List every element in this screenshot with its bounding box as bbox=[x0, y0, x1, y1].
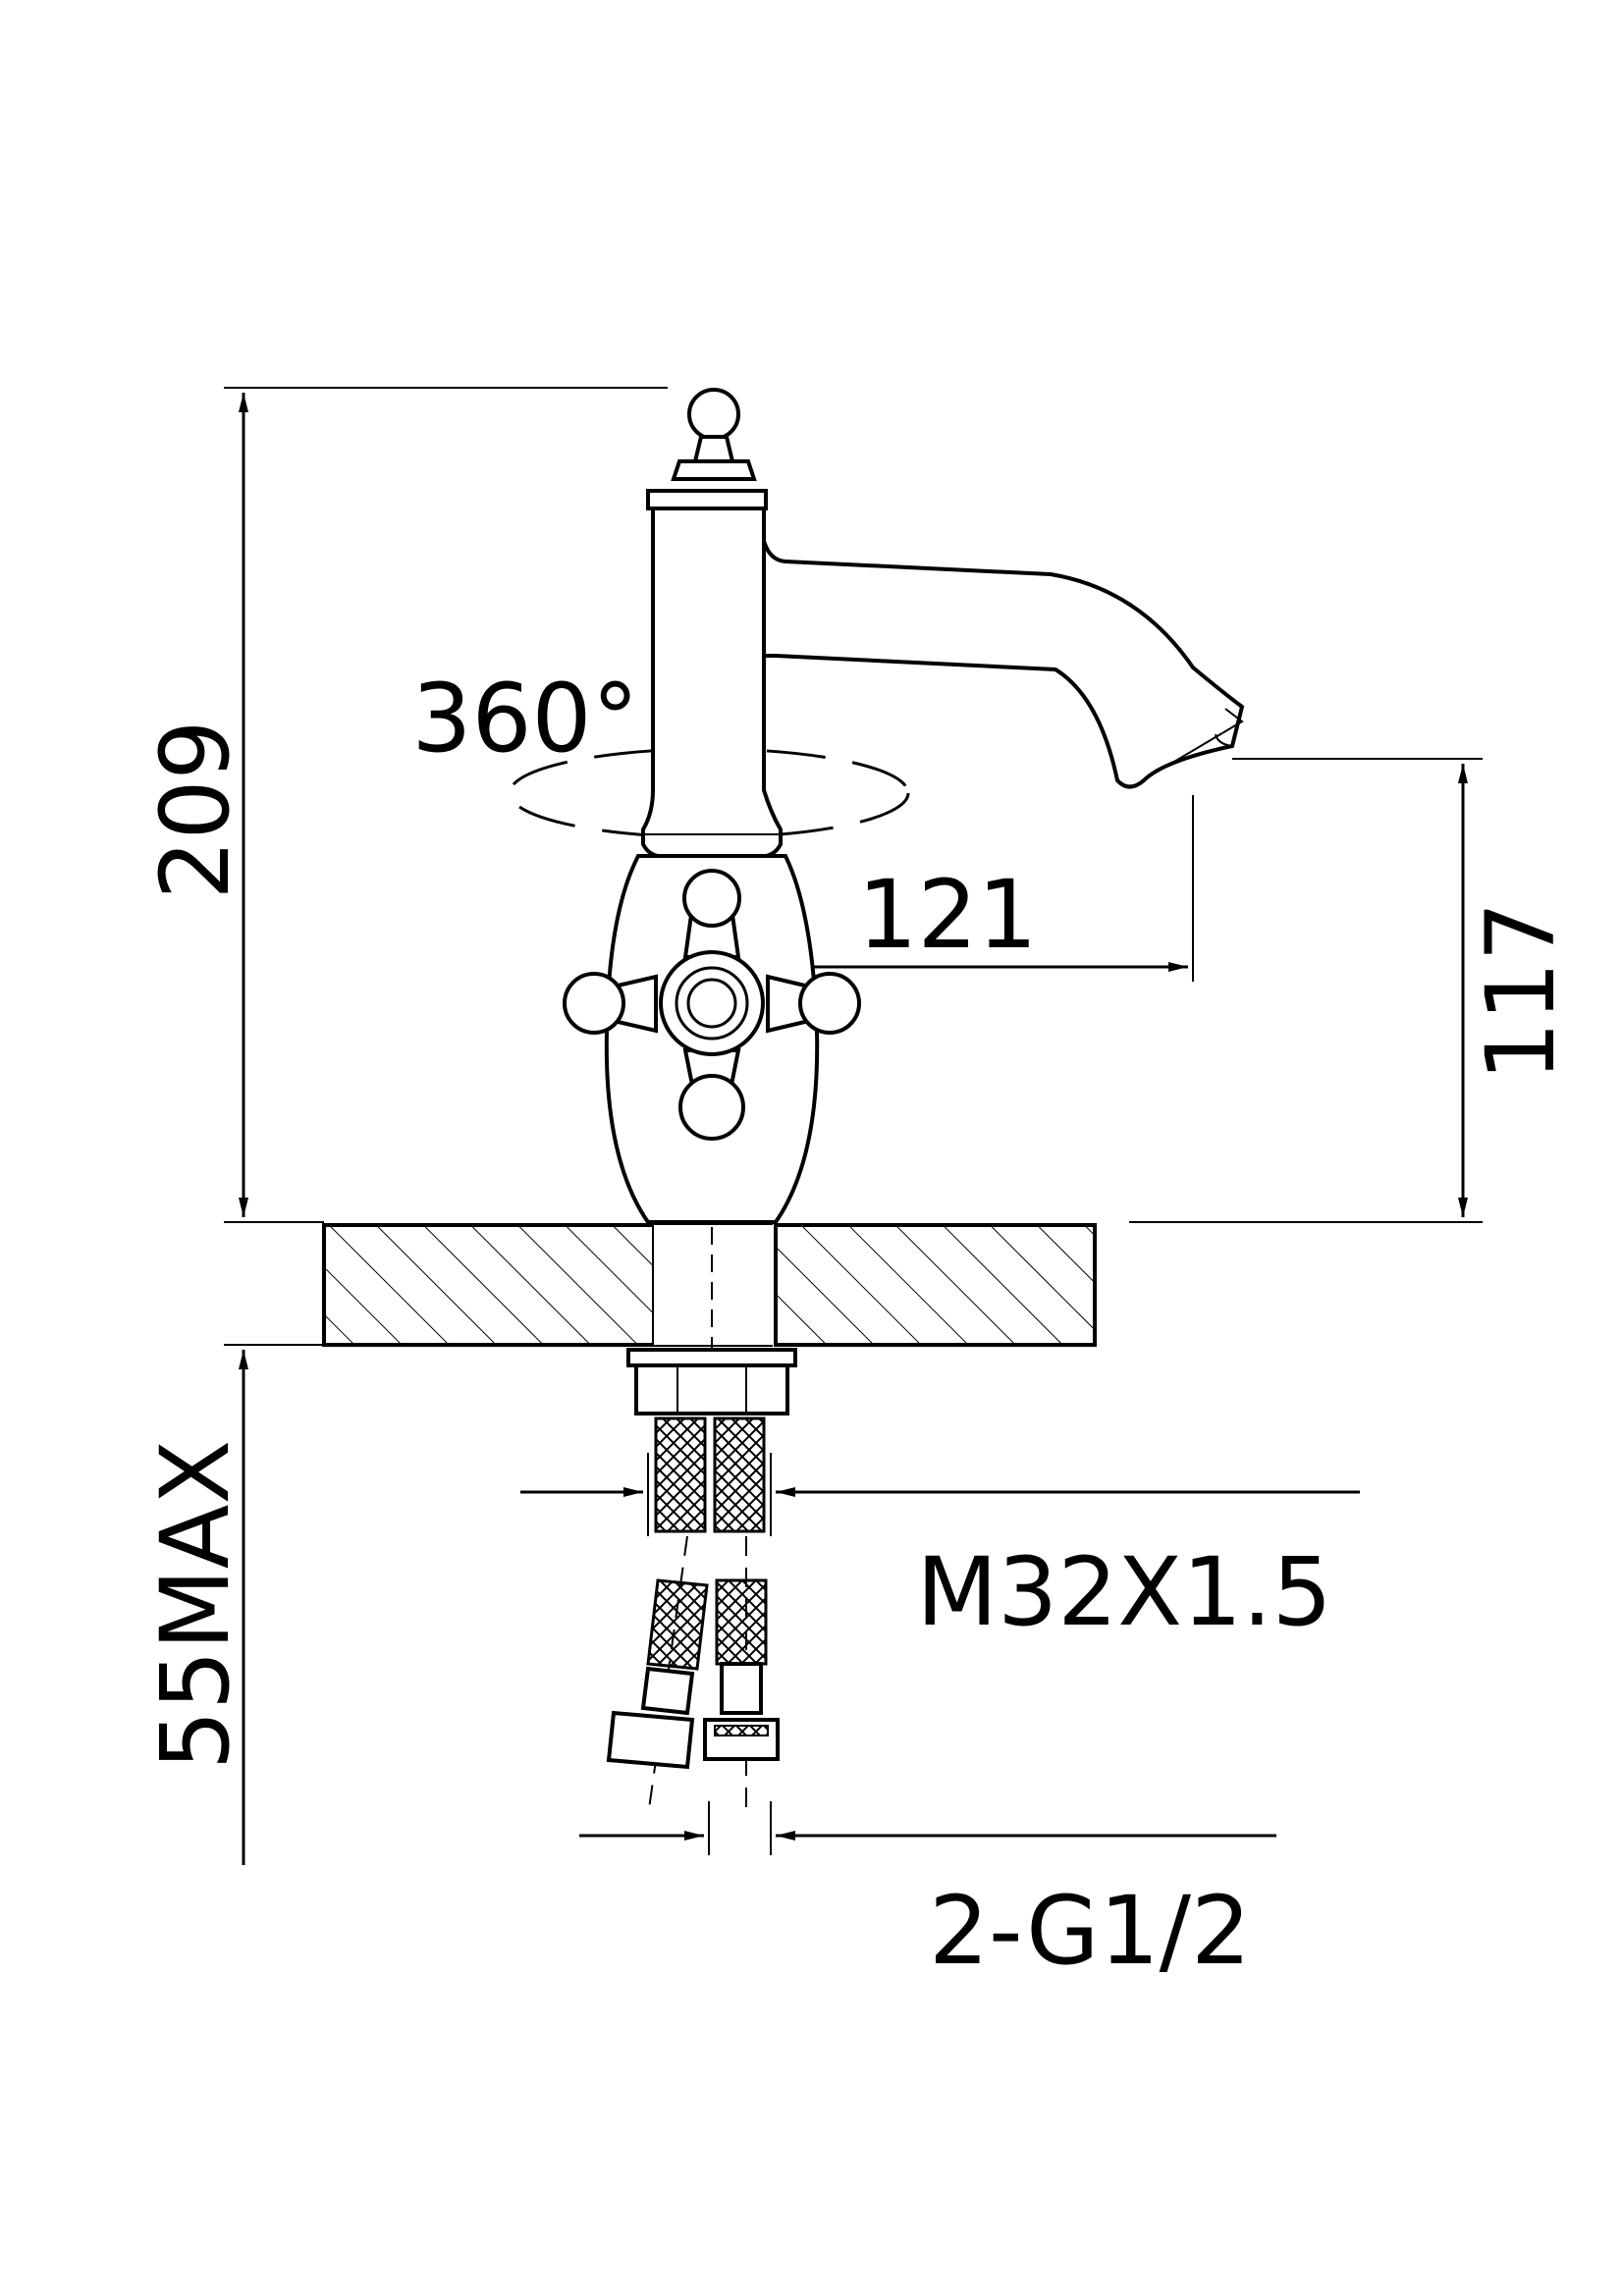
hose-right-lower bbox=[715, 1578, 768, 1666]
hose-right-nut-thread bbox=[714, 1725, 769, 1736]
handle-knob-top bbox=[682, 869, 741, 928]
deck-hole bbox=[653, 1225, 776, 1345]
hose-connectors bbox=[606, 1535, 780, 1817]
dimension-hose-connection: 2-G1/2 bbox=[579, 1801, 1276, 1986]
label-m32x1-5: M32X1.5 bbox=[916, 1537, 1331, 1647]
aerator-lip bbox=[1215, 733, 1233, 747]
handle-knob-right bbox=[798, 972, 861, 1035]
finial-neck bbox=[692, 435, 735, 463]
dimension-deck-thickness: 55MAX bbox=[140, 1344, 324, 1865]
column bbox=[641, 507, 783, 858]
label-209: 209 bbox=[140, 720, 250, 899]
handle-hub-center bbox=[686, 978, 737, 1029]
hose-left-nut bbox=[606, 1710, 695, 1770]
hose-right-upper bbox=[713, 1416, 766, 1533]
dimension-spout-reach: 121 bbox=[729, 795, 1194, 982]
finial-ball bbox=[687, 388, 740, 441]
label-360: 360° bbox=[411, 664, 638, 774]
label-2-g1-2: 2-G1/2 bbox=[929, 1876, 1251, 1986]
top-cap bbox=[646, 489, 768, 510]
spout bbox=[759, 514, 1245, 789]
label-55max: 55MAX bbox=[140, 1440, 250, 1770]
finial-base bbox=[671, 459, 757, 481]
aerator-ring bbox=[1140, 708, 1244, 782]
hose-left-ferrule bbox=[640, 1666, 695, 1716]
handle-hub-inner bbox=[675, 966, 749, 1041]
deck-section bbox=[322, 1223, 1097, 1350]
handle-knob-left bbox=[563, 972, 625, 1035]
mount-nut bbox=[634, 1363, 789, 1415]
handle-knob-bottom bbox=[678, 1074, 745, 1141]
washer bbox=[626, 1348, 797, 1367]
mounting-hardware bbox=[626, 1348, 797, 1533]
dimension-thread: M32X1.5 bbox=[520, 1453, 1360, 1647]
rotation-indicator: 360° bbox=[411, 664, 910, 839]
deck-right bbox=[774, 1223, 1097, 1347]
hose-left-lower bbox=[646, 1578, 709, 1671]
hose-right-ferrule bbox=[720, 1662, 763, 1715]
label-121: 121 bbox=[857, 860, 1037, 970]
hose-left-upper bbox=[654, 1416, 707, 1533]
label-117: 117 bbox=[1466, 901, 1576, 1081]
faucet-body bbox=[563, 388, 1245, 1224]
dimension-total-height: 209 bbox=[140, 387, 668, 1223]
dimension-spout-height: 117 bbox=[1129, 758, 1576, 1223]
